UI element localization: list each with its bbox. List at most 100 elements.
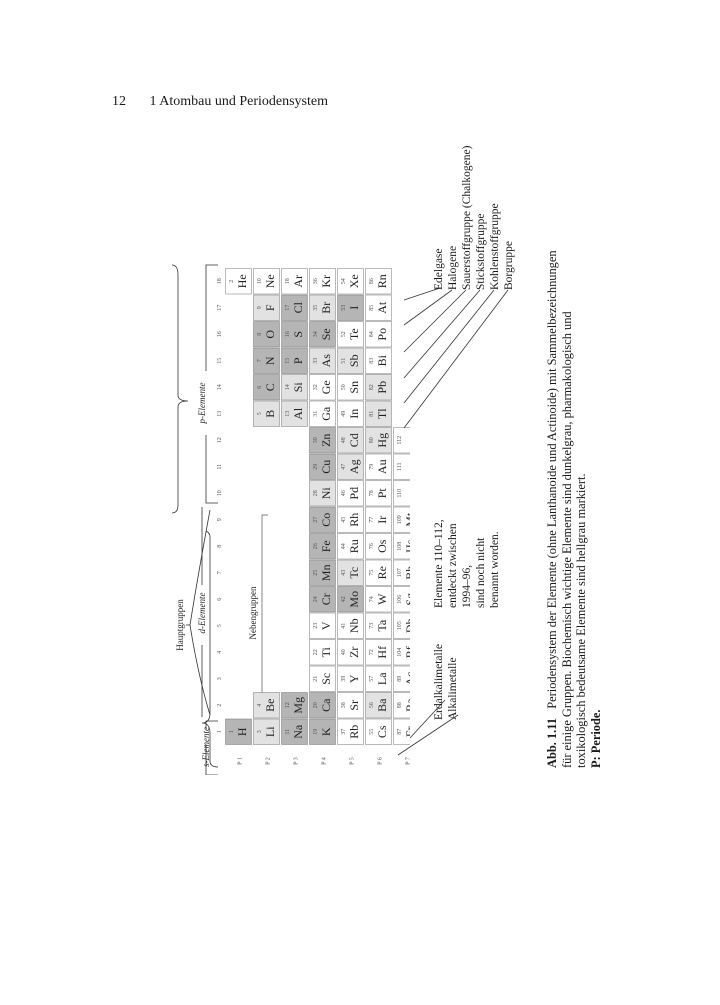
group-number: 1 <box>217 730 223 733</box>
element-box <box>309 718 336 745</box>
element-symbol: B <box>263 410 277 418</box>
atomic-number: 31 <box>313 411 319 417</box>
atomic-number: 109 <box>397 515 403 524</box>
note-line: sind noch nicht <box>475 537 487 608</box>
element-box <box>309 400 336 427</box>
element-box <box>309 268 336 295</box>
atomic-number: 38 <box>341 702 347 708</box>
element-symbol: Li <box>263 726 277 737</box>
atomic-number: 7 <box>257 359 263 362</box>
element-symbol: Ge <box>319 380 333 394</box>
element-symbol: P <box>291 357 305 364</box>
element-box <box>337 639 364 666</box>
element-symbol: Os <box>375 539 389 553</box>
element-box <box>337 268 364 295</box>
note-line: benannt worden. <box>489 531 501 608</box>
element-box <box>337 427 364 454</box>
element-box <box>365 506 392 533</box>
element-symbol: Ne <box>263 274 277 288</box>
atomic-number: 33 <box>313 358 319 364</box>
atomic-number: 42 <box>341 596 347 602</box>
brackets: Hauptgruppen s-Elemente d-Elemente p-Ele… <box>171 264 268 776</box>
element-box <box>337 374 364 401</box>
element-box <box>309 453 336 480</box>
period-label: P 6 <box>378 757 384 765</box>
label-s-block: s-Elemente <box>201 727 211 767</box>
element-box <box>365 268 392 295</box>
element-box <box>281 692 308 719</box>
atomic-number: 87 <box>397 729 403 735</box>
element-symbol: Zr <box>347 647 361 658</box>
atomic-number: 4 <box>257 704 263 707</box>
element-symbol: Kr <box>319 275 333 288</box>
family-bor: Borgruppe <box>503 241 515 290</box>
period-label: P 2 <box>266 757 272 765</box>
element-symbol: Te <box>347 328 361 340</box>
group-number: 16 <box>217 331 223 337</box>
element-symbol: Ru <box>347 539 361 553</box>
element-symbol: In <box>347 409 361 419</box>
element-symbol: Hf <box>375 646 389 659</box>
group-number: 15 <box>217 358 223 364</box>
atomic-number: 17 <box>285 305 291 311</box>
element-box <box>365 400 392 427</box>
element-symbol: Sn <box>347 381 361 394</box>
element-box <box>309 533 336 560</box>
period-label: P 4 <box>322 757 328 765</box>
periodic-table-figure: Hauptgruppen s-Elemente d-Elemente p-Ele… <box>171 264 420 776</box>
element-symbol: La <box>375 672 389 685</box>
atomic-number: 22 <box>313 649 319 655</box>
element-box <box>337 612 364 639</box>
note-line: 1994–96, <box>461 564 473 608</box>
element-symbol: C <box>263 383 277 391</box>
element-symbol: V <box>319 621 333 630</box>
element-box <box>281 400 308 427</box>
element-box <box>337 718 364 745</box>
element-box <box>365 347 392 374</box>
element-box <box>337 586 364 613</box>
atomic-number: 8 <box>257 333 263 336</box>
atomic-number: 53 <box>341 305 347 311</box>
atomic-number: 30 <box>313 437 319 443</box>
element-box <box>309 559 336 586</box>
group-number: 4 <box>217 651 223 654</box>
element-symbol: Pd <box>347 487 361 500</box>
element-box <box>309 321 336 348</box>
atomic-number: 13 <box>285 411 291 417</box>
element-box <box>337 400 364 427</box>
element-box <box>365 692 392 719</box>
element-symbol: F <box>263 304 277 311</box>
atomic-number: 51 <box>341 358 347 364</box>
atomic-number: 52 <box>341 331 347 337</box>
element-symbol: Ta <box>375 619 389 631</box>
atomic-number: 56 <box>369 702 375 708</box>
element-box <box>365 427 392 454</box>
element-symbol: Cd <box>347 433 361 447</box>
page-number: 12 <box>112 94 126 109</box>
element-symbol: Pt <box>375 488 389 499</box>
element-symbol: Sb <box>347 354 361 367</box>
element-symbol: Hg <box>375 433 389 448</box>
element-symbol: Ir <box>375 516 389 524</box>
element-symbol: Ni <box>319 487 333 500</box>
chapter-title: 1 Atombau und Periodensystem <box>149 94 329 109</box>
atomic-number: 15 <box>285 358 291 364</box>
